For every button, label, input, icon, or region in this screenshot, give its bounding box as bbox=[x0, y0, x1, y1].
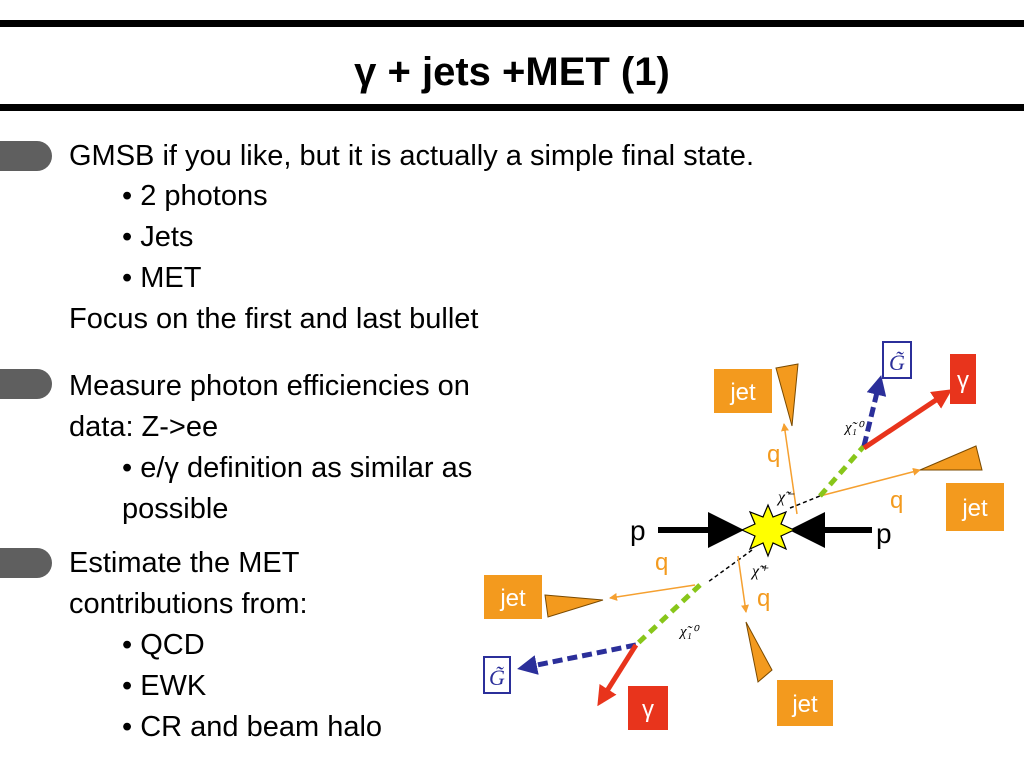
gravitino-arrow-lower bbox=[517, 642, 637, 675]
bullet-3-sub-2: • EWK bbox=[122, 670, 207, 702]
bullet-1-text: GMSB if you like, but it is actually a s… bbox=[69, 140, 754, 172]
slide-title: γ + jets +MET (1) bbox=[354, 50, 670, 94]
bullet-marker-2 bbox=[0, 369, 52, 399]
jet-label-top: jet bbox=[729, 379, 756, 406]
bullet-3-sub-3: • CR and beam halo bbox=[122, 711, 383, 743]
gmsb-event-diagram: p p jet jet jet jet γ γ G̃ G̃ q q q q χ̃… bbox=[483, 341, 1004, 730]
photon-arrow-upper bbox=[862, 389, 953, 451]
q-label-upper-2: q bbox=[890, 487, 903, 514]
neutralino-label-upper: χ̃₁⁰ bbox=[843, 420, 865, 436]
q-label-lower-2: q bbox=[757, 585, 770, 612]
quark-line-upper-2 bbox=[819, 467, 921, 497]
gravitino-label-upper: G̃ bbox=[889, 350, 905, 375]
neutralino-label-lower: χ̃₁⁰ bbox=[678, 624, 700, 640]
bullet-2-sub-2: possible bbox=[122, 493, 229, 525]
bottom-rule bbox=[0, 104, 1024, 111]
quark-line-lower-2 bbox=[609, 584, 696, 601]
top-rule bbox=[0, 20, 1024, 27]
photon-arrow-lower bbox=[597, 643, 639, 707]
jet-cone-left bbox=[544, 594, 604, 618]
q-label-upper-1: q bbox=[767, 441, 780, 468]
bullet-3-sub-1: • QCD bbox=[122, 629, 205, 661]
quark-line-lower-1 bbox=[737, 555, 749, 613]
collision-star-icon bbox=[740, 503, 796, 558]
bullet-3-line-1: Estimate the MET bbox=[69, 547, 300, 579]
bullet-marker-3 bbox=[0, 548, 52, 578]
bullet-2-sub-1: • e/γ definition as similar as bbox=[122, 452, 473, 484]
bullet-1-note: Focus on the first and last bullet bbox=[69, 303, 479, 335]
gravitino-label-lower: G̃ bbox=[489, 665, 505, 690]
jet-label-bottom: jet bbox=[791, 691, 818, 718]
jet-label-left: jet bbox=[499, 585, 526, 612]
gamma-label-upper: γ bbox=[957, 367, 969, 394]
bullet-1-sub-1: • 2 photons bbox=[122, 180, 268, 212]
chargino-plus-line bbox=[707, 549, 753, 583]
proton-label-left: p bbox=[630, 515, 646, 546]
q-label-lower-1: q bbox=[655, 549, 668, 576]
bullet-2-line-1: Measure photon efficiencies on bbox=[69, 370, 470, 402]
proton-label-right: p bbox=[876, 518, 892, 549]
jet-box-left bbox=[484, 575, 542, 619]
chargino-plus-label: χ̃⁺ bbox=[750, 563, 769, 580]
jet-box-top bbox=[714, 369, 772, 413]
jet-box-bottom bbox=[777, 680, 833, 726]
bullet-3-line-2: contributions from: bbox=[69, 588, 308, 620]
jet-box-right bbox=[946, 483, 1004, 531]
gravitino-box-upper bbox=[882, 341, 912, 379]
gravitino-arrow-upper bbox=[861, 375, 887, 447]
quark-line-upper-1 bbox=[781, 423, 798, 515]
chargino-minus-label: χ̃⁻ bbox=[776, 489, 795, 506]
chargino-minus-line bbox=[789, 495, 821, 509]
jet-label-right: jet bbox=[961, 495, 988, 522]
bullet-marker-1 bbox=[0, 141, 52, 171]
jet-cone-top bbox=[775, 363, 799, 427]
gamma-box-upper bbox=[950, 354, 976, 404]
gravitino-box-lower bbox=[483, 656, 511, 694]
gamma-label-lower: γ bbox=[642, 696, 654, 723]
gamma-box-lower bbox=[628, 686, 668, 730]
bullet-1-sub-3: • MET bbox=[122, 262, 202, 294]
neutralino-line-upper bbox=[818, 444, 866, 498]
bullet-1-sub-2: • Jets bbox=[122, 221, 194, 253]
bullet-2-line-2: data: Z->ee bbox=[69, 411, 219, 443]
jet-cone-right bbox=[919, 445, 983, 471]
jet-cone-bottom bbox=[745, 621, 773, 683]
